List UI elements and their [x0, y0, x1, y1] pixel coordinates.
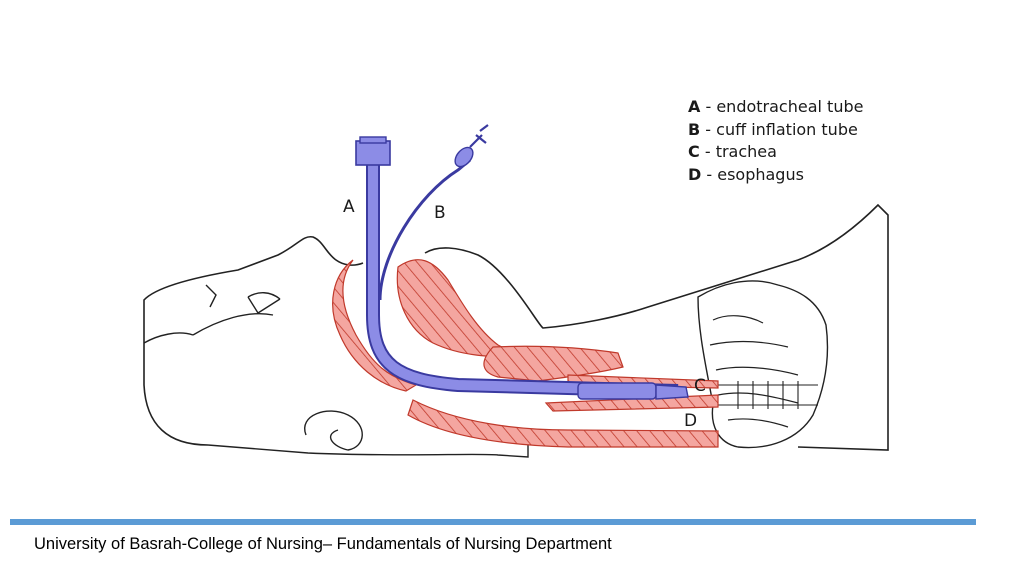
tube-tip	[655, 384, 689, 400]
bronchi	[718, 381, 818, 409]
label-a: A	[343, 197, 355, 217]
face-outline	[143, 313, 274, 344]
footer-text: University of Basrah-College of Nursing–…	[34, 535, 612, 553]
label-d: D	[684, 411, 698, 431]
head-outline	[143, 235, 364, 446]
esophagus-tissue	[407, 399, 719, 448]
label-c: C	[694, 376, 706, 396]
intubation-diagram	[143, 124, 889, 458]
chest-outline	[424, 203, 889, 451]
neck-outline	[207, 444, 529, 458]
valve-icon	[469, 124, 489, 148]
label-b: B	[434, 203, 446, 223]
cuff-inflation-tube	[378, 158, 471, 301]
larynx-tissue	[483, 345, 624, 382]
legend-item: B - cuff inflation tube	[688, 119, 858, 139]
tongue-tissue	[396, 259, 515, 357]
pilot-balloon	[454, 146, 474, 168]
legend-item: A - endotracheal tube	[688, 97, 864, 116]
footer-divider	[10, 519, 976, 525]
legend-item: C - trachea	[688, 142, 777, 161]
legend: A - endotracheal tube B - cuff inflation…	[688, 96, 863, 186]
lung-icon	[697, 280, 829, 449]
tube-connector	[355, 140, 391, 166]
pharynx-tissue	[332, 259, 418, 392]
eye-icon	[205, 284, 281, 314]
ear-icon	[303, 410, 363, 451]
tube-cuff	[577, 382, 657, 400]
legend-item: D - esophagus	[688, 164, 804, 184]
